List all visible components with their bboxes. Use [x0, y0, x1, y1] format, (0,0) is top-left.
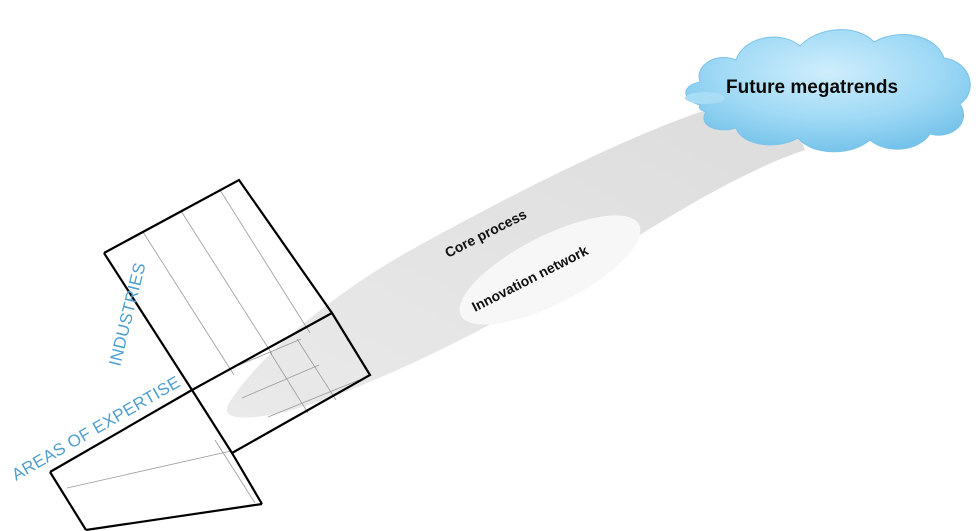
- future-megatrends-label: Future megatrends: [726, 77, 898, 98]
